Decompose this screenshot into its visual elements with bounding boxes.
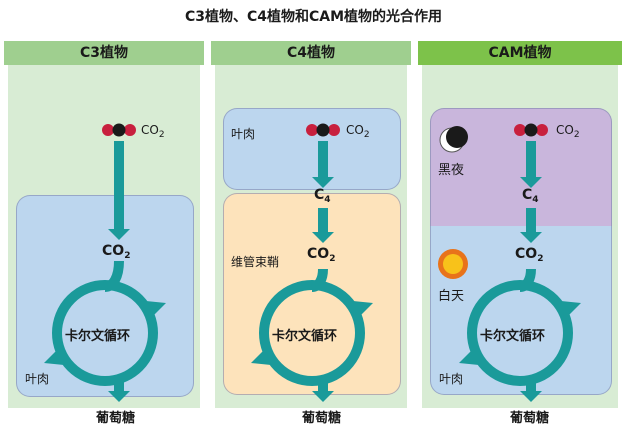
day-label: 白天 [438, 289, 465, 304]
panel-body: CO2 CO2 卡尔文循环 叶肉 葡萄糖 [8, 65, 200, 426]
co2-label: CO2 [102, 243, 131, 261]
calvin-cycle-label: 卡尔文循环 [65, 329, 131, 344]
sun-icon [438, 249, 468, 279]
night-label: 黑夜 [438, 163, 465, 178]
mesophyll-region [223, 108, 401, 190]
pathway-arrows [44, 123, 166, 402]
moon-icon [439, 126, 468, 153]
panel-header: C4植物 [211, 41, 411, 65]
co2-input-label: CO2 [346, 123, 370, 140]
co2-molecule-icon [306, 123, 340, 137]
co2-input-label: CO2 [141, 123, 165, 140]
glucose-output-label: 葡萄糖 [302, 411, 342, 426]
region-label: 叶肉 [25, 372, 50, 386]
panel-body: CO2 叶肉 C4 维管束鞘 CO2 卡尔文循环 葡萄糖 [215, 65, 407, 426]
co2-label: CO2 [515, 246, 544, 264]
panel-c3: C3植物 CO2 CO2 卡尔文循环 叶肉 葡萄糖 [4, 41, 204, 426]
mesophyll-region [16, 195, 194, 397]
panel-header: CAM植物 [418, 41, 622, 65]
c4-compound-label: C4 [314, 187, 331, 205]
panel-body: CO2 黑夜 C4 CO2 白天 卡尔文循环 叶肉 葡萄糖 [422, 65, 618, 426]
co2-label: CO2 [307, 246, 336, 264]
pathway-arrows [251, 123, 373, 402]
co2-molecule-icon [514, 123, 548, 137]
calvin-cycle-label: 卡尔文循环 [272, 329, 338, 344]
diagram-title: C3植物、C4植物和CAM植物的光合作用 [184, 9, 443, 25]
glucose-output-label: 葡萄糖 [96, 411, 136, 426]
glucose-output-label: 葡萄糖 [510, 411, 550, 426]
panel-c4: C4植物 CO2 叶肉 C4 维管束鞘 CO2 卡尔文循环 葡萄糖 [211, 41, 411, 426]
bundle-sheath-label: 维管束鞘 [231, 255, 280, 269]
c4-compound-label: C4 [522, 187, 539, 205]
co2-molecule-icon [102, 123, 136, 137]
region-label: 叶肉 [439, 372, 464, 386]
pathway-arrows [438, 123, 581, 402]
panel-header: C3植物 [4, 41, 204, 65]
co2-input-label: CO2 [556, 123, 580, 140]
mesophyll-label: 叶肉 [231, 127, 256, 141]
panel-cam: CAM植物 [418, 41, 622, 426]
calvin-cycle-label: 卡尔文循环 [480, 329, 546, 344]
